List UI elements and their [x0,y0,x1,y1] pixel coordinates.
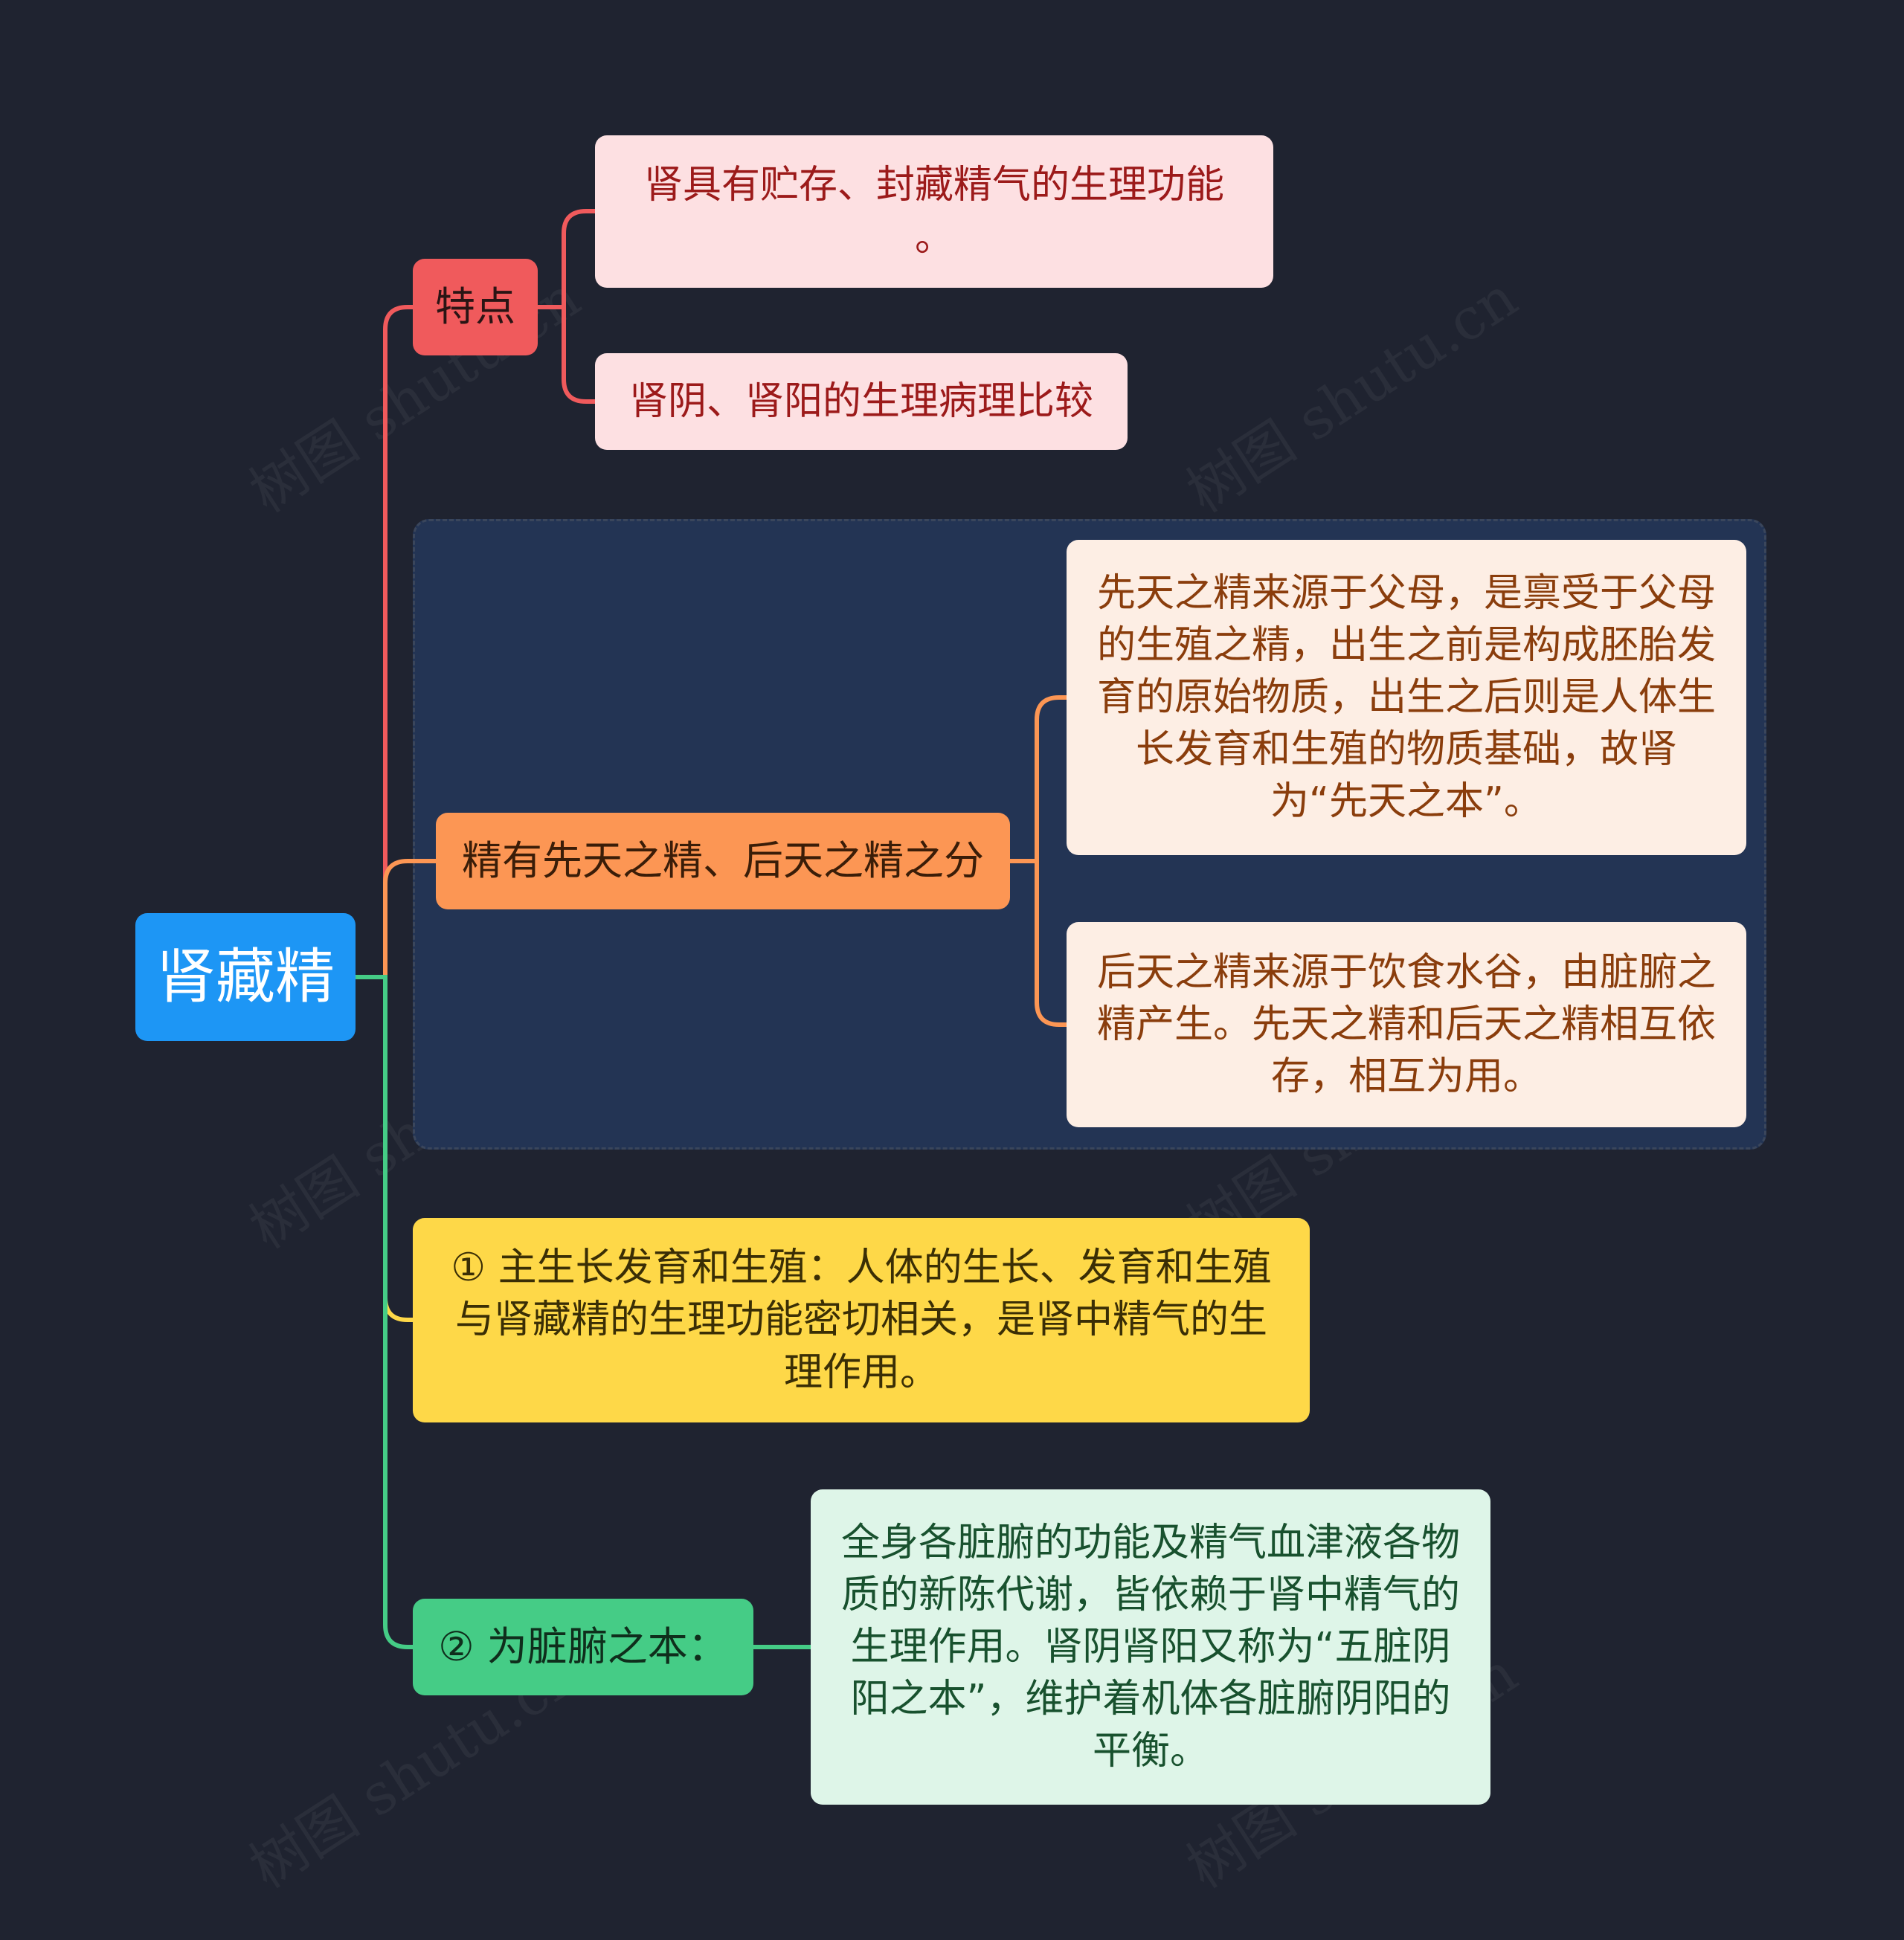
branch-zangfu-root[interactable]: ② 为脏腑之本： [413,1599,753,1695]
connector-jing-leaf1 [1010,695,1067,863]
connector-root-jing [356,859,436,979]
leaf-yin-yang-comparison[interactable]: 肾阴、肾阳的生理病理比较 [595,353,1128,450]
leaf-zangfu-function[interactable]: 全身各脏腑的功能及精气血津液各物质的新陈代谢，皆依赖于肾中精气的生理作用。肾阴肾… [811,1489,1490,1805]
branch-essence-types[interactable]: 精有先天之精、后天之精之分 [436,813,1010,909]
connector-teddian-leaf1 [538,209,595,309]
connector-jing-leaf2 [1010,859,1067,1027]
leaf-congenital-essence[interactable]: 先天之精来源于父母，是禀受于父母的生殖之精，出生之前是构成胚胎发育的原始物质，出… [1067,540,1746,855]
leaf-storage-function[interactable]: 肾具有贮存、封藏精气的生理功能 。 [595,135,1273,288]
connector-root-zangfu [356,975,413,1649]
root-node[interactable]: 肾藏精 [135,913,356,1041]
connector-teddian-leaf2 [538,305,595,404]
leaf-acquired-essence[interactable]: 后天之精来源于饮食水谷，由脏腑之精产生。先天之精和后天之精相互依存，相互为用。 [1067,922,1746,1127]
branch-characteristics[interactable]: 特点 [413,259,538,355]
branch-growth-reproduction[interactable]: ① 主生长发育和生殖：人体的生长、发育和生殖与肾藏精的生理功能密切相关，是肾中精… [413,1218,1310,1422]
connector-root-teddian [356,305,413,979]
